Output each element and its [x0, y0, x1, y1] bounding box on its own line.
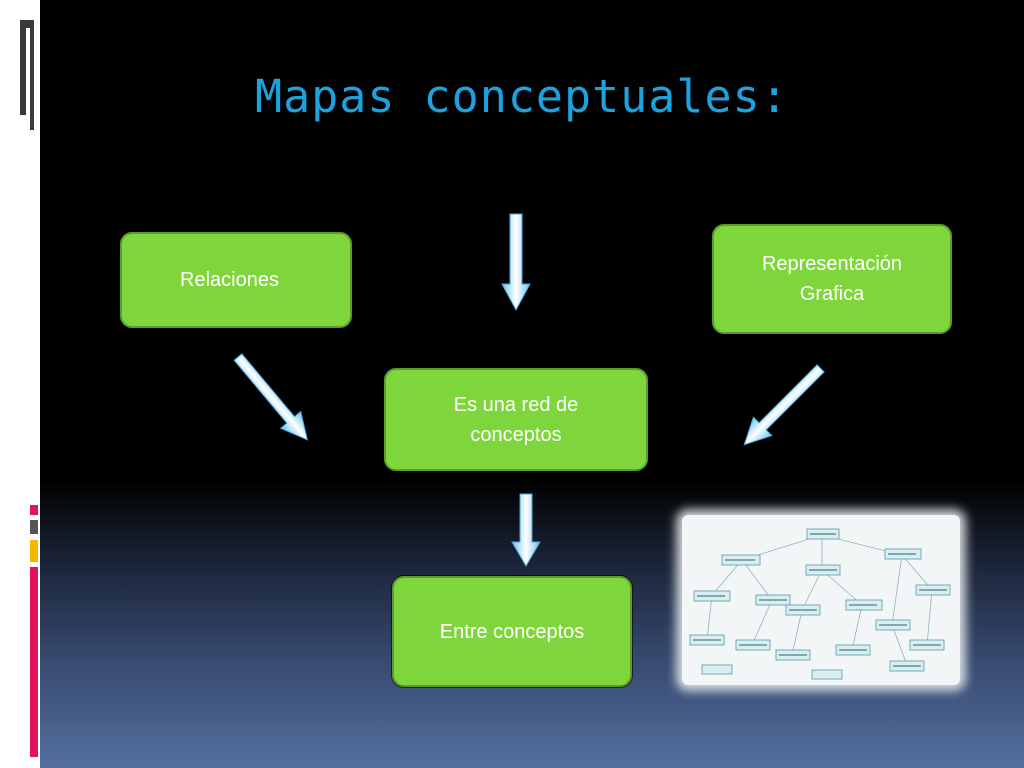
deco-bar-pink: [30, 567, 38, 757]
node-representacion-grafica: Representación Grafica: [712, 224, 952, 334]
slide-title: Mapas conceptuales:: [255, 70, 789, 123]
deco-bar-grey: [30, 520, 38, 534]
concept-map-image: [682, 515, 960, 685]
deco-bar-top-right: [20, 20, 32, 28]
arrow-down-middle: [511, 493, 541, 567]
arrow-diagonal-left: [233, 353, 309, 441]
deco-bar-red: [30, 505, 38, 515]
node-red-label: Es una red de conceptos: [453, 393, 579, 446]
node-red-de-conceptos: Es una red de conceptos: [384, 368, 648, 471]
node-entre-label: Entre conceptos: [439, 620, 585, 643]
deco-bar-top: [20, 20, 26, 115]
node-relaciones: Relaciones: [120, 232, 352, 328]
concept-map-image-graphic: [689, 528, 951, 680]
node-entre-conceptos: Entre conceptos: [392, 576, 632, 687]
arrow-diagonal-right: [743, 364, 825, 446]
arrow-down-top: [501, 213, 531, 312]
deco-bar-yellow: [30, 540, 38, 562]
node-relaciones-label: Relaciones: [180, 269, 279, 291]
deco-bar-top-2: [30, 20, 34, 130]
node-representacion-label: Representación Grafica: [761, 253, 903, 305]
